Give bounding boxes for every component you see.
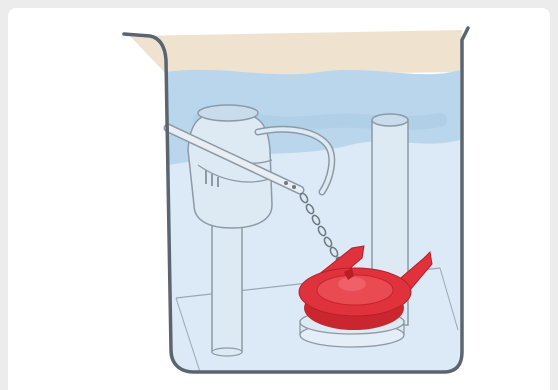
tank-air-gap bbox=[130, 30, 462, 76]
